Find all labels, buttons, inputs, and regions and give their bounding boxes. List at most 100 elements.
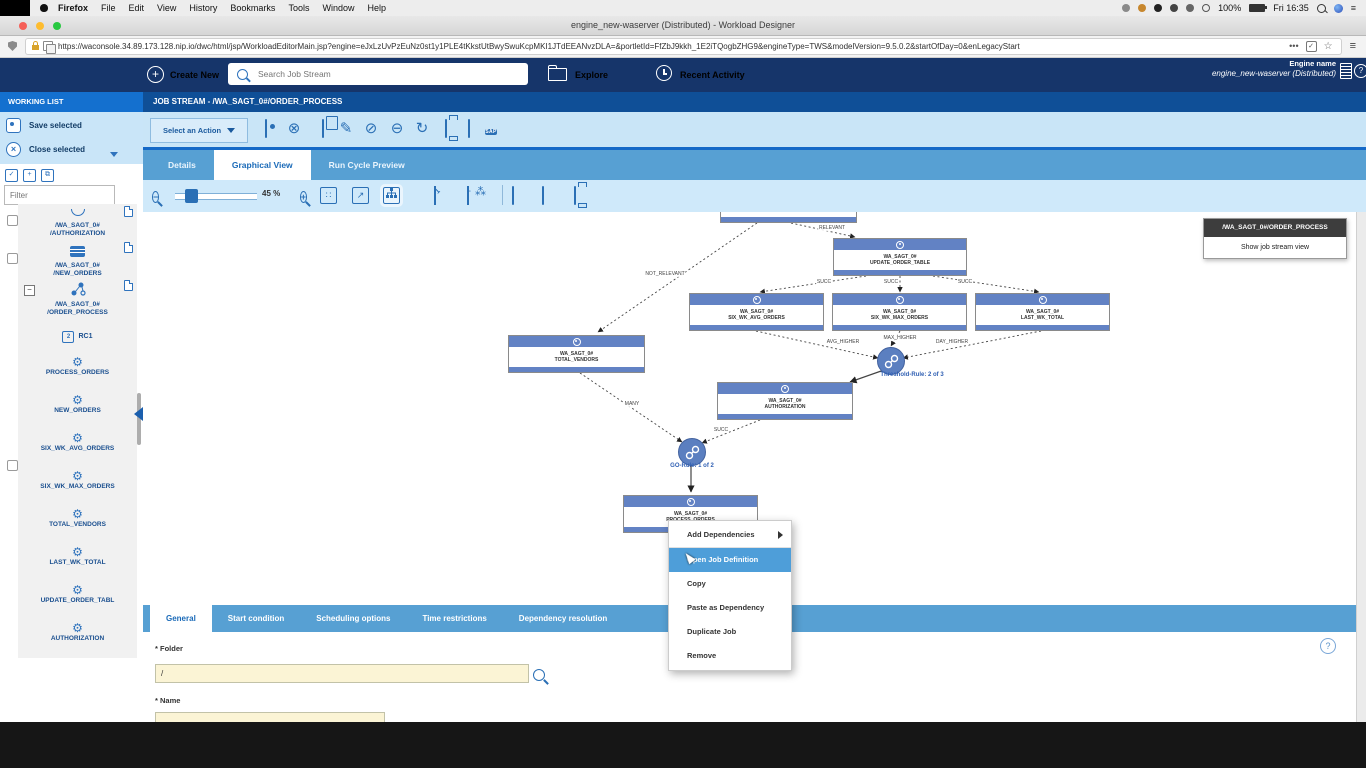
doc-badge-icon[interactable] bbox=[124, 242, 133, 253]
siri-icon[interactable] bbox=[1333, 3, 1343, 13]
item-checkbox[interactable] bbox=[7, 460, 18, 471]
item-checkbox[interactable] bbox=[7, 215, 18, 226]
graph-node[interactable]: WA_SAGT_0#SIX_WK_MAX_ORDERS bbox=[832, 293, 967, 331]
working-list-item[interactable]: ⚙UPDATE_ORDER_TABL bbox=[18, 580, 137, 618]
close-window-button[interactable] bbox=[19, 22, 27, 30]
redo-icon[interactable]: ↻ bbox=[415, 120, 429, 137]
help-icon[interactable]: ? bbox=[1354, 64, 1366, 78]
control-center-icon[interactable]: ≡ bbox=[1350, 3, 1356, 13]
recent-activity-clock-icon[interactable] bbox=[656, 65, 672, 81]
status-icon[interactable] bbox=[1186, 4, 1195, 12]
copy-pages-icon[interactable]: ⧉ bbox=[41, 169, 54, 182]
working-list-item[interactable]: ⚙NEW_ORDERS bbox=[18, 390, 137, 428]
print-icon[interactable] bbox=[445, 119, 447, 138]
folder-search-icon[interactable] bbox=[533, 669, 545, 681]
menubar-item[interactable]: Help bbox=[367, 3, 386, 13]
context-menu-item-paste-as-dependency[interactable]: Paste as Dependency bbox=[687, 603, 765, 612]
search-input[interactable] bbox=[256, 68, 528, 80]
status-icon[interactable] bbox=[1154, 4, 1163, 12]
graph-node-partial[interactable] bbox=[720, 212, 857, 223]
plus-icon[interactable]: + bbox=[147, 66, 164, 83]
jobstream-overlay-card[interactable]: /WA_SAGT_0#/ORDER_PROCESS Show job strea… bbox=[1203, 218, 1347, 259]
collapse-panel-arrow[interactable] bbox=[134, 407, 143, 421]
overflow-dots[interactable]: ••• bbox=[1289, 41, 1299, 51]
working-list-item[interactable]: /WA_SAGT_0#/ORDER_PROCESS bbox=[18, 278, 137, 318]
recent-activity-button[interactable]: Recent Activity bbox=[680, 70, 745, 80]
save-selected-button[interactable]: Save selected bbox=[6, 118, 82, 133]
graph-node[interactable]: WA_SAGT_0#TOTAL_VENDORS bbox=[508, 335, 645, 373]
shield-status-icon[interactable] bbox=[1138, 4, 1147, 12]
graph-node[interactable]: WA_SAGT_0#LAST_WK_TOTAL bbox=[975, 293, 1110, 331]
site-permissions-icon[interactable] bbox=[43, 41, 56, 54]
folder-input[interactable] bbox=[155, 664, 529, 683]
grid-view-icon[interactable]: ∷ bbox=[320, 187, 337, 204]
open-window-icon[interactable]: ↗ bbox=[352, 187, 369, 204]
working-list-item[interactable]: ⚙AUTHORIZATION bbox=[18, 618, 137, 656]
menubar-item[interactable]: History bbox=[189, 3, 218, 13]
working-list-item[interactable]: ⚙SIX_WK_AVG_ORDERS bbox=[18, 428, 137, 466]
close-selected-button[interactable]: × Close selected bbox=[6, 142, 85, 157]
menubar-item[interactable]: Edit bbox=[128, 3, 145, 13]
notes-icon[interactable] bbox=[1340, 63, 1352, 79]
search-job-stream-box[interactable] bbox=[228, 63, 528, 85]
item-checkbox[interactable] bbox=[7, 253, 18, 264]
doc-badge-icon[interactable] bbox=[124, 280, 133, 291]
show-dependency-icon[interactable]: ◦ bbox=[466, 186, 474, 205]
graph-node[interactable]: WA_SAGT_0#UPDATE_ORDER_TABLE bbox=[833, 238, 967, 276]
explore-folder-icon[interactable] bbox=[548, 65, 567, 81]
menubar-item[interactable]: Firefox bbox=[58, 3, 89, 13]
working-list-item[interactable]: ⚙TOTAL_VENDORS bbox=[18, 504, 137, 542]
tab-general[interactable]: General bbox=[150, 605, 212, 632]
conditional-dependency-icon[interactable]: 1 bbox=[433, 186, 442, 205]
working-list-item[interactable]: ⚙LAST_WK_TOTAL bbox=[18, 542, 137, 580]
working-list-item[interactable]: /WA_SAGT_0#/AUTHORIZATION bbox=[18, 204, 137, 240]
collapse-toggle[interactable]: − bbox=[24, 285, 35, 296]
add-page-icon[interactable]: + bbox=[23, 169, 36, 182]
edit-pencil-icon[interactable]: ✎ bbox=[339, 120, 353, 137]
highlight-dependencies-icon[interactable]: ⁂ bbox=[475, 186, 486, 198]
sap-icon[interactable]: SAP bbox=[485, 129, 497, 135]
address-bar[interactable]: https://waconsole.34.89.173.128.nip.io/d… bbox=[25, 37, 1342, 55]
maximize-window-button[interactable] bbox=[53, 22, 61, 30]
working-list-item[interactable]: ⚙PROCESS_ORDERS bbox=[18, 352, 137, 390]
menubar-item[interactable]: View bbox=[157, 3, 177, 13]
select-all-icon[interactable]: ✓ bbox=[5, 169, 18, 182]
url-text[interactable]: https://waconsole.34.89.173.128.nip.io/d… bbox=[58, 41, 1020, 51]
rule-join-node[interactable] bbox=[678, 438, 706, 466]
zoom-in-icon[interactable]: + bbox=[299, 191, 307, 203]
export-png-icon[interactable] bbox=[542, 186, 544, 205]
context-menu-item-add-dependencies[interactable]: Add Dependencies bbox=[669, 523, 791, 548]
save-icon[interactable] bbox=[265, 119, 267, 138]
context-menu-item-remove[interactable]: Remove bbox=[687, 651, 717, 660]
tab-run-cycle-preview[interactable]: Run Cycle Preview bbox=[328, 160, 405, 170]
status-icon[interactable] bbox=[1202, 4, 1211, 12]
document-icon[interactable] bbox=[468, 119, 470, 138]
release-icon[interactable]: ⊘ bbox=[364, 120, 378, 137]
remove-icon[interactable]: ⊖ bbox=[390, 120, 404, 137]
apple-menu-icon[interactable] bbox=[40, 4, 48, 12]
spotlight-search-icon[interactable] bbox=[1316, 3, 1326, 13]
app-scrollbar-strip[interactable] bbox=[1356, 92, 1366, 722]
chevron-down-icon[interactable] bbox=[110, 152, 118, 157]
graph-node[interactable]: WA_SAGT_0#AUTHORIZATION bbox=[717, 382, 853, 420]
status-icon[interactable] bbox=[1170, 4, 1179, 12]
tab-details[interactable]: Details bbox=[168, 160, 196, 170]
menubar-item[interactable]: File bbox=[101, 3, 116, 13]
rule-join-node[interactable] bbox=[877, 347, 905, 375]
export-svg-icon[interactable] bbox=[512, 186, 514, 205]
zoom-slider-thumb[interactable] bbox=[185, 189, 198, 203]
doc-badge-icon[interactable] bbox=[124, 206, 133, 217]
context-menu-item-copy[interactable]: Copy bbox=[687, 579, 706, 588]
tab-scheduling-options[interactable]: Scheduling options bbox=[316, 614, 391, 623]
working-list-item[interactable]: /WA_SAGT_0#/NEW_ORDERS bbox=[18, 240, 137, 278]
menubar-item[interactable]: Window bbox=[322, 3, 355, 13]
zoom-out-icon[interactable]: − bbox=[152, 191, 160, 203]
bookmark-star-icon[interactable]: ☆ bbox=[1323, 40, 1333, 52]
create-new-button[interactable]: Create New bbox=[170, 70, 220, 80]
hamburger-menu-icon[interactable]: ≡ bbox=[1349, 40, 1356, 52]
tab-time-restrictions[interactable]: Time restrictions bbox=[422, 614, 487, 623]
tab-dependency-resolution[interactable]: Dependency resolution bbox=[518, 614, 608, 623]
hierarchy-layout-icon[interactable] bbox=[380, 184, 403, 207]
tab-graphical-view[interactable]: Graphical View bbox=[213, 150, 311, 180]
